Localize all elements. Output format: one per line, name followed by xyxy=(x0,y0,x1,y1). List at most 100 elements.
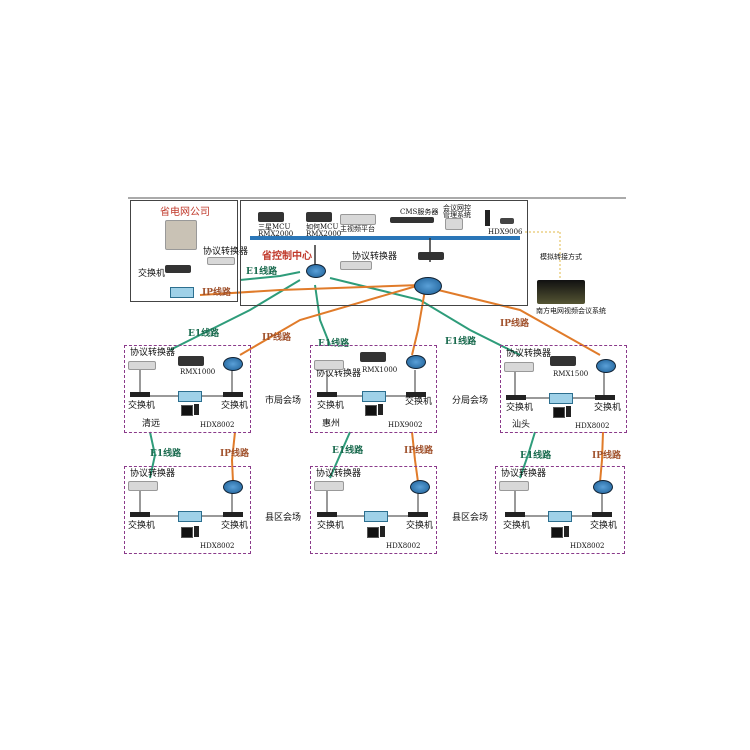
switch-label: 交换机 xyxy=(317,401,345,411)
terminal-label: HDX9002 xyxy=(388,421,423,429)
converter-icon xyxy=(504,362,534,372)
e1-line xyxy=(329,431,351,479)
terminal-label: HDX8002 xyxy=(570,542,605,550)
converter-icon xyxy=(314,481,344,491)
router-icon xyxy=(223,480,243,494)
ip-line xyxy=(411,289,426,356)
tower-icon xyxy=(194,526,199,537)
rack-label: 会议网控 xyxy=(443,204,471,212)
e1-line-label: E1线路 xyxy=(520,451,552,461)
rack-label: CMS服务器 xyxy=(400,208,439,216)
county-box xyxy=(124,466,251,554)
terminal-label: HDX8002 xyxy=(200,542,235,550)
switch-label: 交换机 xyxy=(405,397,433,407)
ip-line xyxy=(239,284,421,356)
switch-label: 交换机 xyxy=(221,521,249,531)
router-icon xyxy=(593,480,613,494)
rack-label: 如何MCU xyxy=(306,223,339,231)
cms-server-icon xyxy=(390,217,434,223)
ip-line xyxy=(230,431,236,483)
region-box-shantou xyxy=(500,345,627,433)
e1-line xyxy=(149,431,157,479)
converter-icon xyxy=(207,257,235,265)
e1-line-label: E1线路 xyxy=(246,267,278,277)
router-icon xyxy=(596,359,616,373)
e1-line-label: E1线路 xyxy=(445,337,477,347)
tower-icon xyxy=(564,526,569,537)
e1-line xyxy=(239,271,301,281)
switch-icon xyxy=(595,395,615,400)
switch-icon xyxy=(317,392,337,397)
converter-label: 协议转换器 xyxy=(501,469,547,479)
switch-label: 交换机 xyxy=(506,403,534,413)
mcu-label: RMX1000 xyxy=(362,366,398,374)
switch-icon xyxy=(165,265,191,273)
converter-label: 协议转换器 xyxy=(130,469,176,479)
county-box xyxy=(495,466,625,554)
converter-label: 协议转换器 xyxy=(352,252,398,262)
video-platform-icon xyxy=(340,214,376,225)
switch-icon xyxy=(130,392,150,397)
switch-label: 交换机 xyxy=(594,403,622,413)
terminal-label: HDX8002 xyxy=(575,422,610,430)
hub-icon xyxy=(362,391,386,402)
switch-icon xyxy=(506,395,526,400)
mcu-icon xyxy=(306,212,332,222)
e1-line xyxy=(169,279,301,351)
tower-icon xyxy=(566,406,571,417)
e1-line-label: E1线路 xyxy=(188,329,220,339)
terminal-label: HDX8002 xyxy=(200,421,235,429)
e1-line-label: E1线路 xyxy=(150,449,182,459)
hub-icon xyxy=(178,511,202,522)
venue-label-county: 县区会场 xyxy=(452,513,489,523)
rack-label: 三星MCU xyxy=(258,223,291,231)
switch-label: 交换机 xyxy=(406,521,434,531)
router-icon xyxy=(406,355,426,369)
hub-icon xyxy=(178,391,202,402)
switch-label: 交换机 xyxy=(128,521,156,531)
switch-icon xyxy=(223,512,243,517)
provincial-grid-title: 省电网公司 xyxy=(160,207,210,218)
hub-icon xyxy=(549,393,573,404)
tower-icon xyxy=(194,404,199,415)
converter-icon xyxy=(128,361,156,370)
converter-label: 协议转换器 xyxy=(316,469,362,479)
switch-icon xyxy=(223,392,243,397)
core-router-icon xyxy=(414,277,442,295)
camera-icon xyxy=(500,218,514,224)
control-center-title: 省控制中心 xyxy=(262,251,312,262)
city-label: 清远 xyxy=(142,419,161,429)
monitor-icon xyxy=(367,527,379,538)
e1-line xyxy=(519,431,536,479)
ip-line-label: IP线路 xyxy=(202,288,231,298)
grid-label: 南方电网视频会议系统 xyxy=(536,307,606,315)
switch-icon xyxy=(418,252,444,260)
converter-label: 协议转换器 xyxy=(316,369,362,379)
server-icon xyxy=(485,210,490,226)
rack-label: 主视频平台 xyxy=(340,225,375,233)
mcu-icon xyxy=(258,212,284,222)
switch-label: 交换机 xyxy=(503,521,531,531)
ip-line-label: IP线路 xyxy=(592,451,621,461)
mcu-label: RMX1000 xyxy=(180,368,216,376)
e1-line xyxy=(329,277,521,356)
region-box-qingyuan xyxy=(124,345,251,433)
router-icon xyxy=(223,357,243,371)
monitor-icon xyxy=(181,405,193,416)
mcu-icon xyxy=(178,356,204,366)
hub-icon xyxy=(364,511,388,522)
router-icon xyxy=(410,480,430,494)
switch-icon xyxy=(408,512,428,517)
switch-label: 交换机 xyxy=(138,269,166,279)
tower-icon xyxy=(378,404,383,415)
city-label: 惠州 xyxy=(322,419,341,429)
switch-label: 交换机 xyxy=(317,521,345,531)
router-icon xyxy=(306,264,326,278)
switch-label: 交换机 xyxy=(128,401,156,411)
region-box-huizhou xyxy=(310,345,437,433)
converter-label: 协议转换器 xyxy=(130,348,176,358)
monitor-icon xyxy=(551,527,563,538)
county-box xyxy=(310,466,437,554)
switch-icon xyxy=(592,512,612,517)
mcu-icon xyxy=(550,356,576,366)
